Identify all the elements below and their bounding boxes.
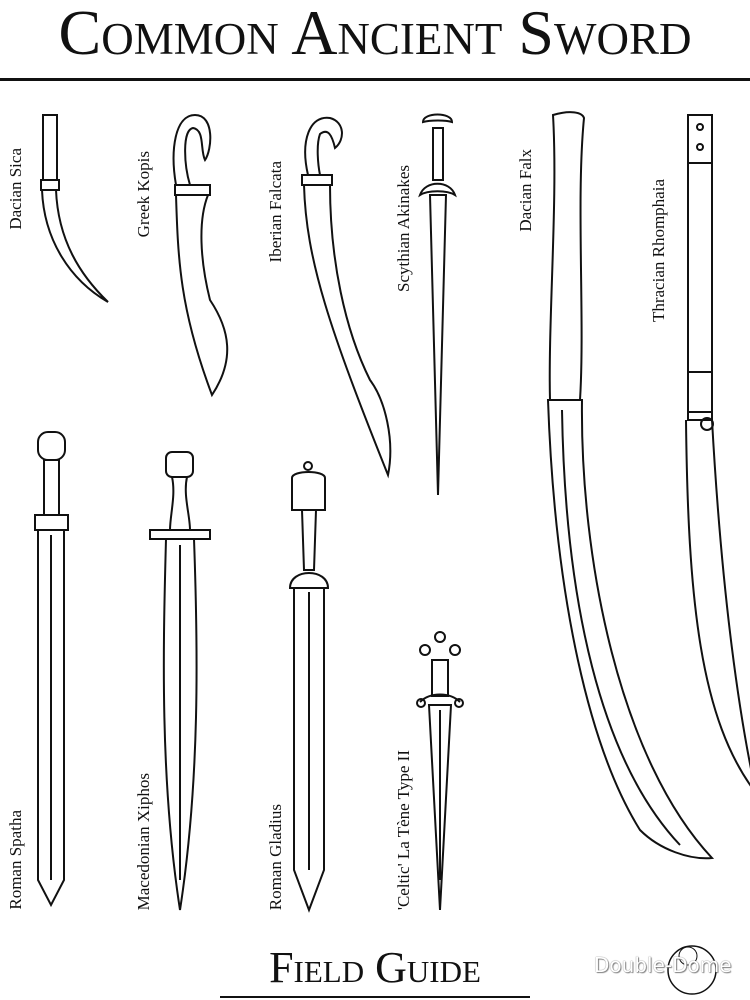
label-thracian-rhomphaia: Thracian Rhomphaia	[649, 178, 668, 322]
label-greek-kopis: Greek Kopis	[134, 150, 153, 237]
dacian-falx-illustration	[546, 111, 715, 860]
roman-gladius-illustration	[288, 461, 330, 913]
scythian-akinakes-illustration	[418, 113, 457, 496]
celtic-la-tene-illustration	[416, 631, 464, 911]
label-dacian-falx: Dacian Falx	[516, 149, 535, 232]
iberian-falcata-illustration	[301, 116, 392, 479]
greek-kopis-illustration	[172, 113, 229, 398]
roman-spatha-illustration	[34, 431, 69, 908]
label-roman-gladius: Roman Gladius	[266, 803, 285, 910]
footer-divider	[220, 996, 530, 998]
label-roman-spatha: Roman Spatha	[6, 810, 25, 910]
thracian-rhomphaia-illustration	[685, 114, 750, 787]
dacian-sica-illustration	[40, 114, 109, 303]
label-scythian-akinakes: Scythian Akinakes	[394, 164, 413, 292]
label-celtic-la-tene: 'Celtic' La Tène Type II	[394, 749, 413, 910]
watermark-brand: Double-Dome	[594, 953, 732, 977]
macedonian-xiphos-illustration	[149, 451, 211, 911]
label-dacian-sica: Dacian Sica	[6, 148, 25, 230]
label-macedonian-xiphos: Macedonian Xiphos	[134, 772, 153, 910]
label-iberian-falcata: Iberian Falcata	[266, 160, 285, 262]
footer-title: Field Guide	[269, 943, 481, 992]
poster-title: Common Ancient Sword	[58, 0, 692, 68]
title-divider	[0, 78, 750, 81]
